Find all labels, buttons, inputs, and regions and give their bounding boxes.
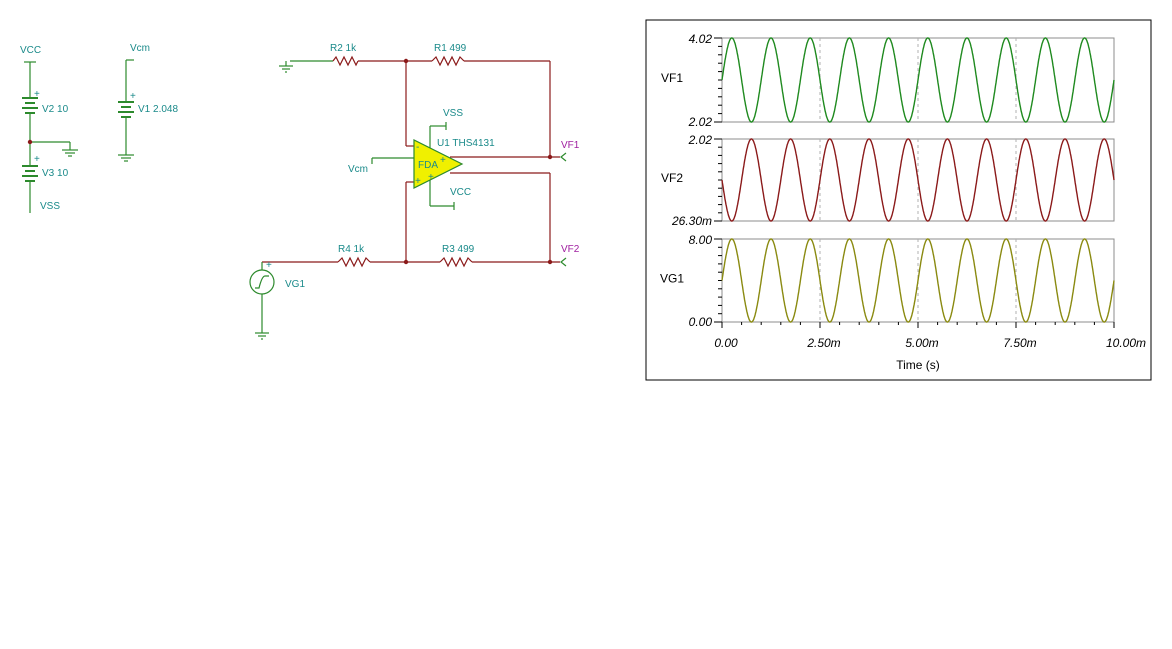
u1-label: U1 THS4131 (437, 138, 495, 149)
y-tick-label: 8.00 (689, 233, 713, 247)
resistor-r1[interactable] (431, 55, 465, 67)
vcc-amp-label: VCC (450, 187, 471, 198)
opamp-minus: - (416, 142, 419, 153)
vcm-amp-label: Vcm (348, 164, 368, 175)
vss-label: VSS (40, 201, 60, 212)
vcc-label: VCC (20, 45, 41, 56)
source-section (249, 61, 455, 340)
x-tick-label: 2.50m (806, 336, 840, 350)
junction-dot (547, 259, 553, 265)
v1-plus: + (130, 91, 136, 102)
x-tick-label: 5.00m (905, 336, 938, 350)
resistor-r4[interactable] (337, 256, 371, 268)
net-arrow-vf2 (560, 257, 567, 267)
vss-amp-label: VSS (443, 108, 463, 119)
junction-dot (403, 259, 409, 265)
opamp-plus-top: + (440, 155, 446, 166)
y-tick-label: 2.02 (688, 133, 713, 147)
r2-label: R2 1k (330, 43, 357, 54)
opamp-plus-out: + (428, 172, 434, 183)
opamp-fda-label: FDA (418, 160, 438, 171)
net-arrow-vf1 (560, 152, 567, 162)
series-line-vf2[interactable] (721, 138, 1115, 222)
series-label-vf1: VF1 (661, 71, 683, 85)
v3-plus: + (34, 154, 40, 165)
r1-label: R1 499 (434, 43, 467, 54)
junction-dot (27, 139, 33, 145)
x-tick-label: 7.50m (1003, 336, 1036, 350)
series-line-vg1[interactable] (721, 238, 1115, 323)
series-label-vg1: VG1 (660, 272, 684, 286)
junction-dot (547, 154, 553, 160)
chart-panel: 4.02 2.02 VF1 2.02 26.30m VF2 8.00 0.00 VG1 0.00 2… (645, 19, 1152, 381)
chart-layer: 4.02 2.02 VF1 2.02 26.30m VF2 8.00 0.00 VG1 0.00 2… (660, 32, 1146, 372)
opamp-u1[interactable] (413, 139, 464, 189)
r4-label: R4 1k (338, 244, 365, 255)
circuit-wires (262, 60, 560, 263)
r3-label: R3 499 (442, 244, 475, 255)
y-tick-label: 26.30m (671, 214, 712, 228)
v2-label: V2 10 (42, 104, 69, 115)
series-line-vf1[interactable] (721, 37, 1115, 123)
vg1-label: VG1 (285, 279, 305, 290)
vf1-label: VF1 (561, 140, 580, 151)
v3-label: V3 10 (42, 168, 69, 179)
y-tick-label: 2.02 (688, 115, 713, 129)
opamp-plus-bottom: + (415, 176, 421, 187)
v1-label: V1 2.048 (138, 104, 178, 115)
resistor-r3[interactable] (439, 256, 473, 268)
series-label-vf2: VF2 (661, 171, 683, 185)
x-tick-label: 10.00m (1106, 336, 1146, 350)
vf2-label: VF2 (561, 244, 580, 255)
y-tick-label: 0.00 (689, 315, 713, 329)
junction-dot (403, 58, 409, 64)
supply-section (22, 59, 134, 213)
x-tick-label: 0.00 (714, 336, 738, 350)
x-axis-title: Time (s) (896, 358, 940, 372)
y-tick-label: 4.02 (689, 32, 713, 46)
vcm-top-label: Vcm (130, 43, 150, 54)
vg1-plus: + (266, 260, 272, 271)
v2-plus: + (34, 89, 40, 100)
resistor-r2[interactable] (332, 55, 359, 67)
